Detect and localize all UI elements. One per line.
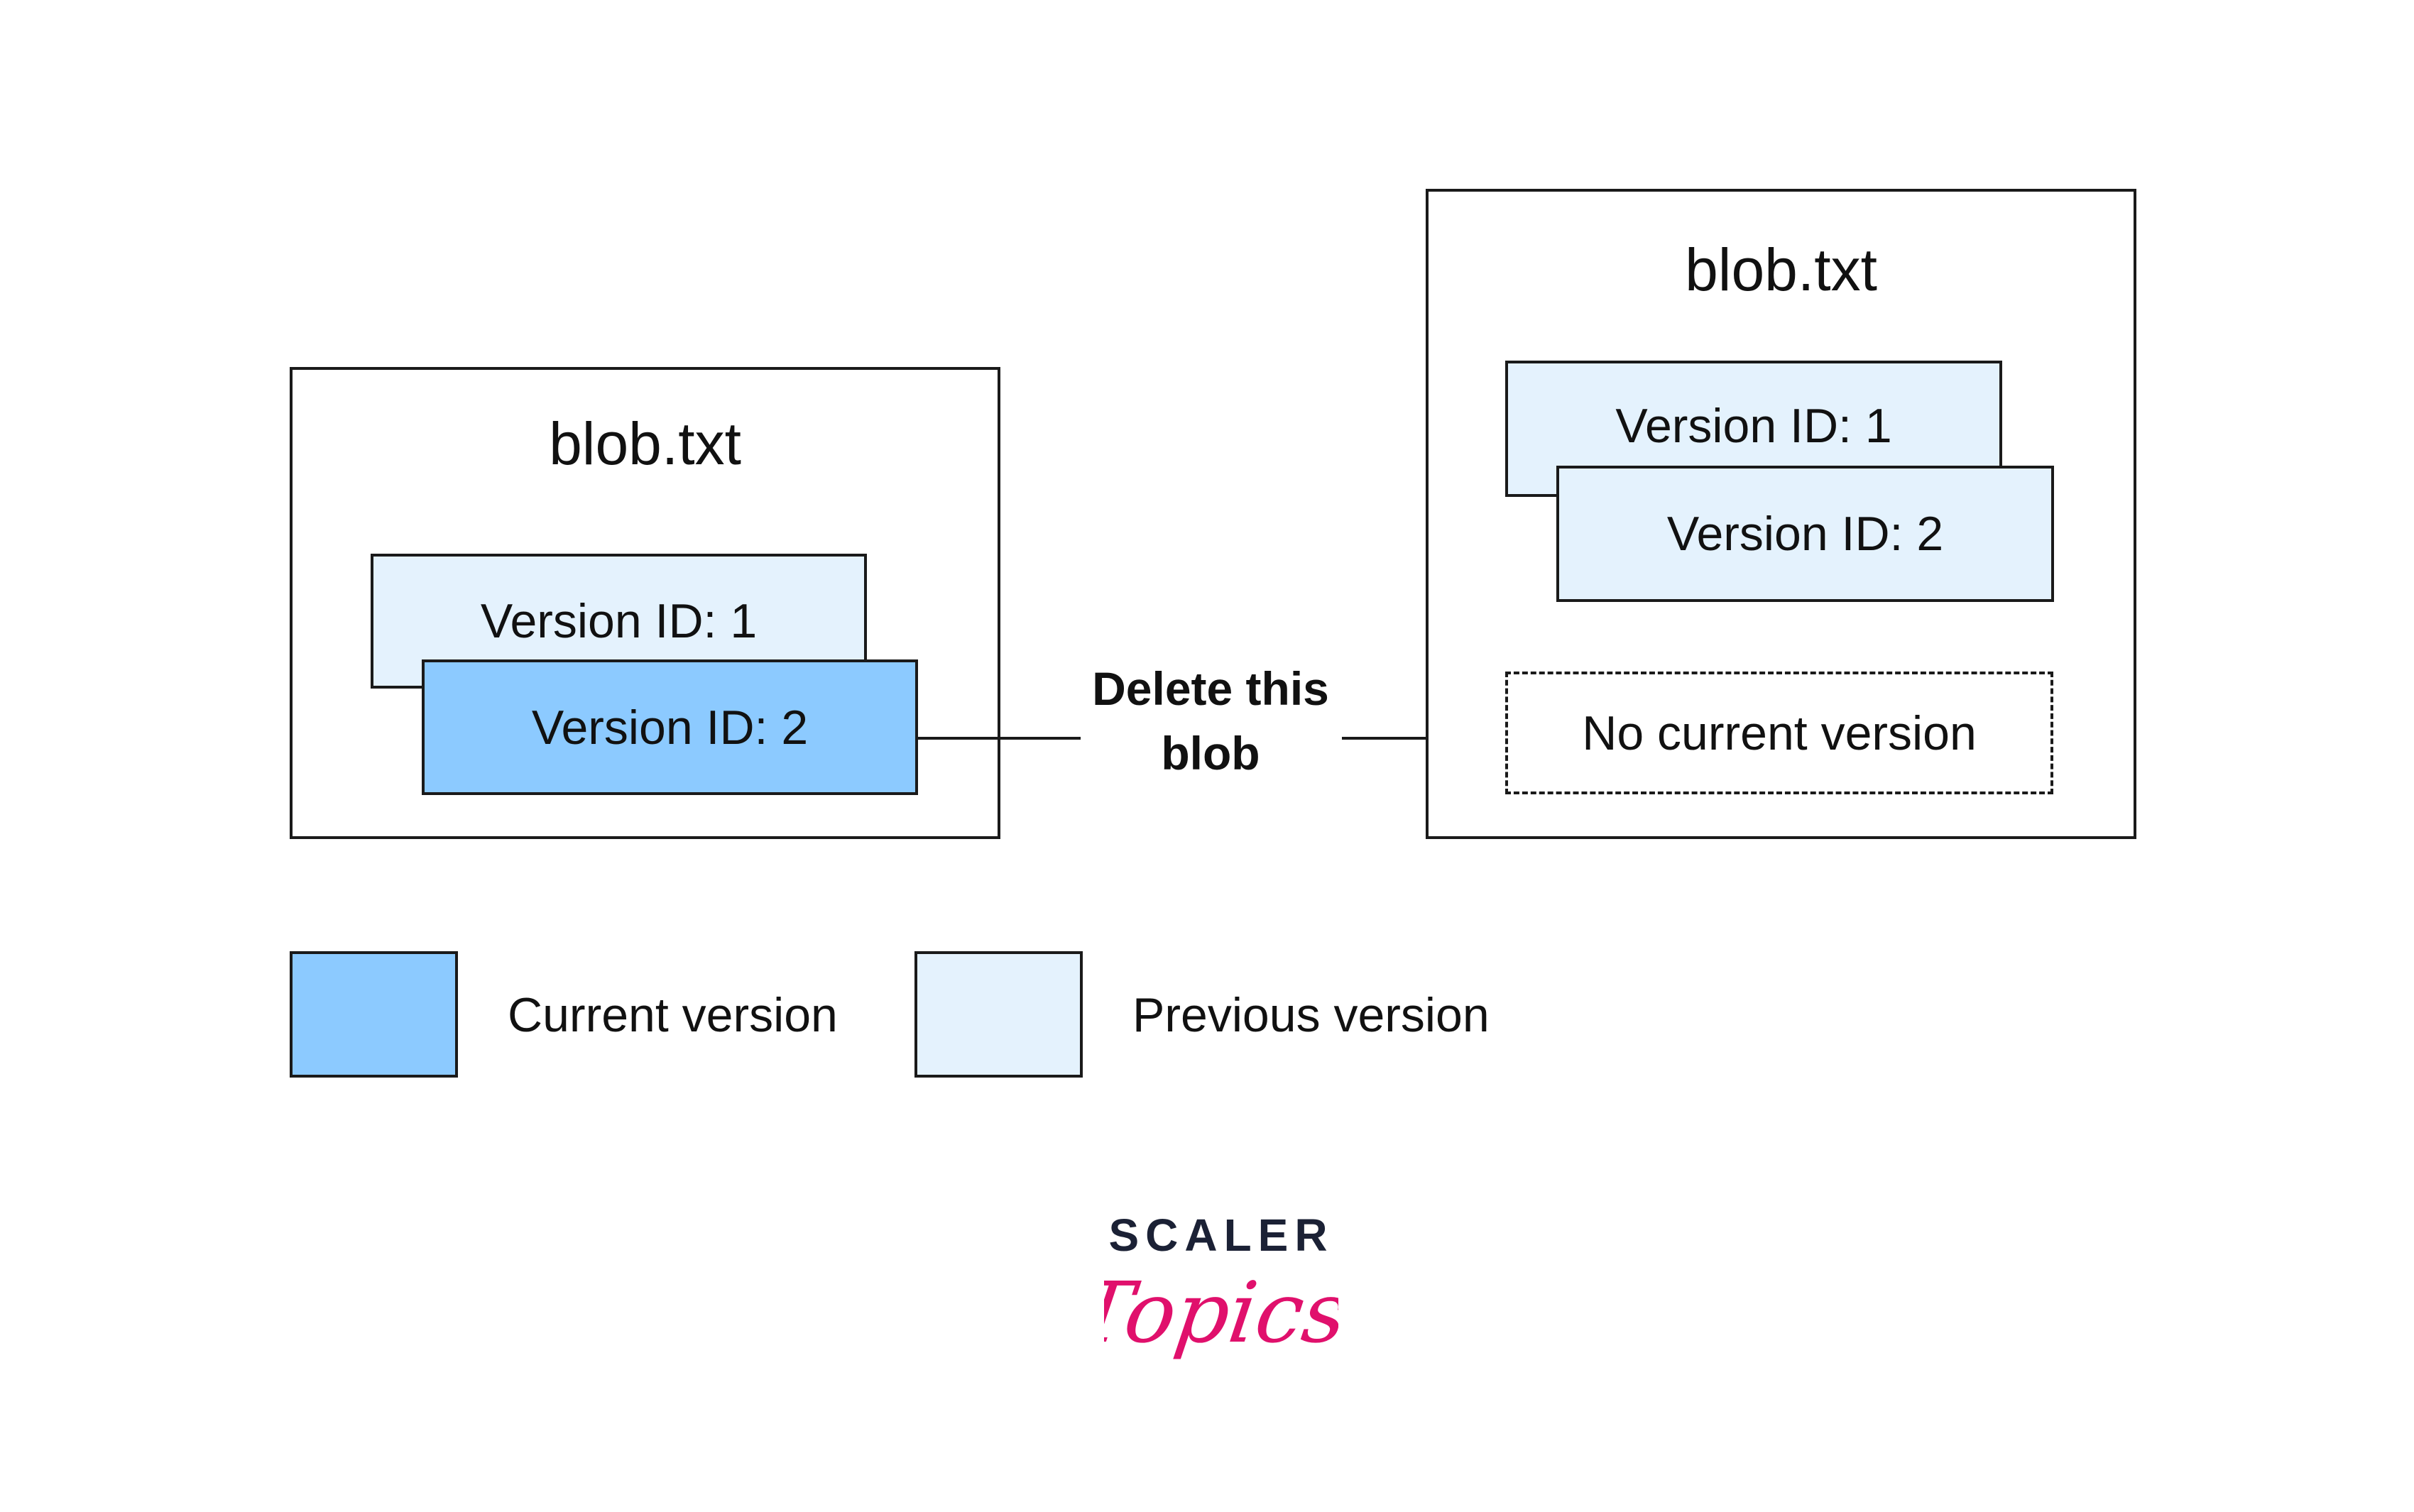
scaler-topics-logo-svg: SCALER Topics [1069, 1210, 1353, 1362]
before-blob-title: blob.txt [549, 410, 741, 477]
svg-text:Topics: Topics [1104, 1264, 1338, 1362]
after-version-2-box: Version ID: 2 [1556, 466, 2054, 602]
legend-current-swatch [290, 951, 458, 1078]
before-version-1-label: Version ID: 1 [480, 594, 758, 648]
after-version-1-label: Version ID: 1 [1615, 399, 1892, 453]
scaler-topics-logo: SCALER Topics [1069, 1207, 1353, 1391]
before-version-2-label: Version ID: 2 [531, 700, 809, 755]
legend-current-label: Current version [508, 988, 838, 1042]
before-version-2-box: Version ID: 2 [422, 659, 918, 795]
legend-previous-label: Previous version [1132, 988, 1490, 1042]
legend-previous-swatch [914, 951, 1083, 1078]
no-current-version-box: No current version [1505, 672, 2053, 794]
after-blob-title: blob.txt [1685, 236, 1877, 303]
delete-action-label: Delete this blob [1092, 662, 1329, 780]
after-version-2-label: Version ID: 2 [1666, 507, 1944, 561]
no-current-version-label: No current version [1582, 706, 1977, 760]
svg-text:SCALER: SCALER [1108, 1210, 1333, 1261]
